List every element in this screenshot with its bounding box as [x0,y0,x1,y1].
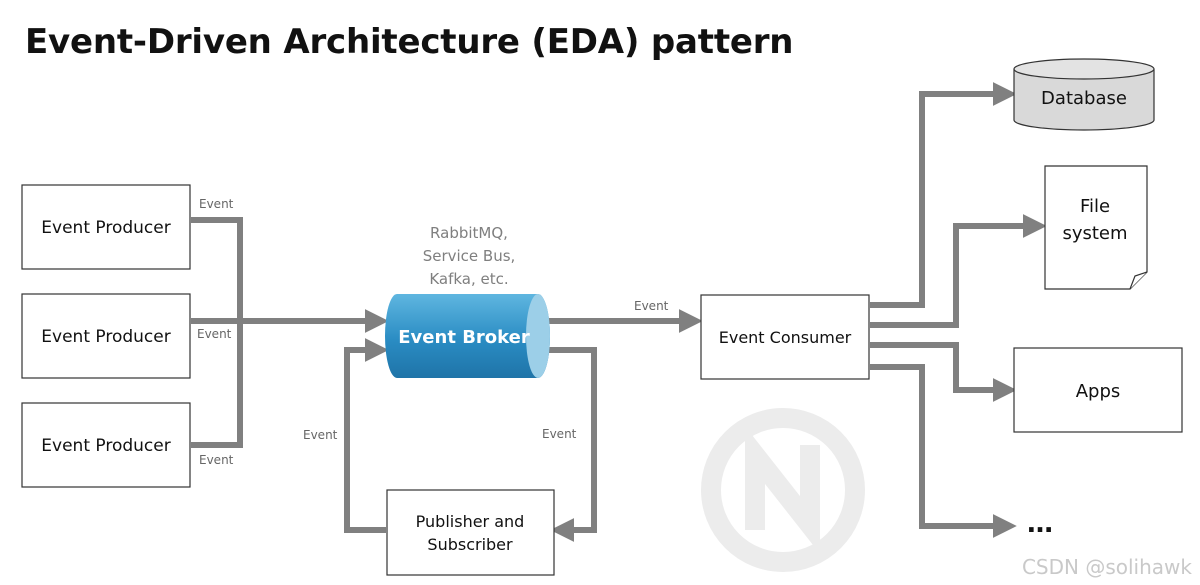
edge-label: Event [199,197,234,211]
file-system-icon: File system [1044,165,1148,290]
producer-label: Event Producer [41,327,170,347]
source-watermark: CSDN @solihawk [1021,555,1192,579]
edge-label: Event [197,327,232,341]
broker-label: Event Broker [398,327,530,348]
watermark-logo-icon [701,408,865,572]
event-producer-2: Event Producer [21,293,191,379]
svg-text:Service Bus,: Service Bus, [423,247,516,265]
event-broker: Event Broker [385,294,550,378]
broker-to-pubsub-arrow [545,347,597,542]
edge-label: Event [634,299,669,313]
svg-text:Apps: Apps [1076,381,1121,402]
connectors [191,82,1047,542]
pubsub-to-broker-arrow [344,338,389,533]
svg-text:Subscriber: Subscriber [427,535,513,554]
event-consumer: Event Consumer [700,294,870,380]
broker-examples: RabbitMQ, Service Bus, Kafka, etc. [423,224,516,288]
svg-text:system: system [1062,223,1127,244]
producer-label: Event Producer [41,436,170,456]
event-producer-1: Event Producer [21,184,191,270]
svg-text:RabbitMQ,: RabbitMQ, [430,224,508,242]
edge-label: Event [303,428,338,442]
edge-label: Event [542,427,577,441]
svg-text:Kafka, etc.: Kafka, etc. [429,270,508,288]
svg-text:File: File [1080,196,1110,217]
consumer-to-database-arrow [870,82,1017,308]
svg-text:Event Consumer: Event Consumer [719,328,852,347]
edge-label: Event [199,453,234,467]
consumer-to-more-arrow [870,364,1017,538]
publisher-subscriber: Publisher and Subscriber [386,489,555,576]
event-producer-3: Event Producer [21,402,191,488]
svg-text:Publisher and: Publisher and [416,512,525,531]
consumer-to-file-system-arrow [870,214,1047,328]
more-ellipsis: … [1027,509,1053,539]
apps-box: Apps [1013,347,1183,433]
producer-label: Event Producer [41,218,170,238]
page-title: Event-Driven Architecture (EDA) pattern [25,22,794,62]
database-icon: Database [1013,58,1155,131]
database-label: Database [1041,88,1127,109]
producer-top-connector [191,217,243,448]
consumer-to-apps-arrow [870,342,1017,402]
